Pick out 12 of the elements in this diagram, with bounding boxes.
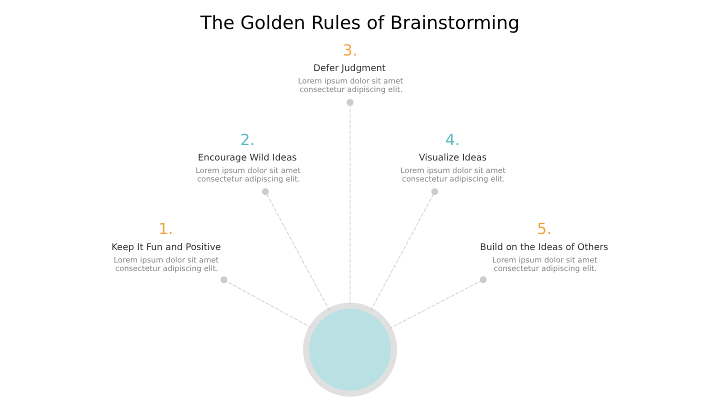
node-circle (303, 302, 398, 397)
node-text: 3. Defer Judgment Lorem ipsum dolor sit amet consectetur adipiscing elit. (298, 41, 404, 94)
connector (220, 276, 312, 328)
connector (346, 99, 354, 306)
node-text: 1. Keep It Fun and Positive Lorem ipsum dolor sit amet consectetur adipiscing elit. (111, 220, 221, 273)
diagram-title: The Golden Rules of Brainstorming (200, 13, 520, 34)
connector (388, 276, 487, 330)
node-text: 2. Encourage Wild Ideas Lorem ipsum dolor sit amet consectetur adipiscing elit. (196, 130, 301, 184)
node-text: 4. Visualize Ideas Lorem ipsum dolor sit amet consectetur adipiscing elit. (400, 130, 506, 184)
connector (262, 188, 330, 312)
node-text: 5. Build on the Ideas of Others Lorem ipsum dolor sit amet consectetur adipiscing elit. (480, 220, 608, 273)
connector (370, 188, 438, 312)
